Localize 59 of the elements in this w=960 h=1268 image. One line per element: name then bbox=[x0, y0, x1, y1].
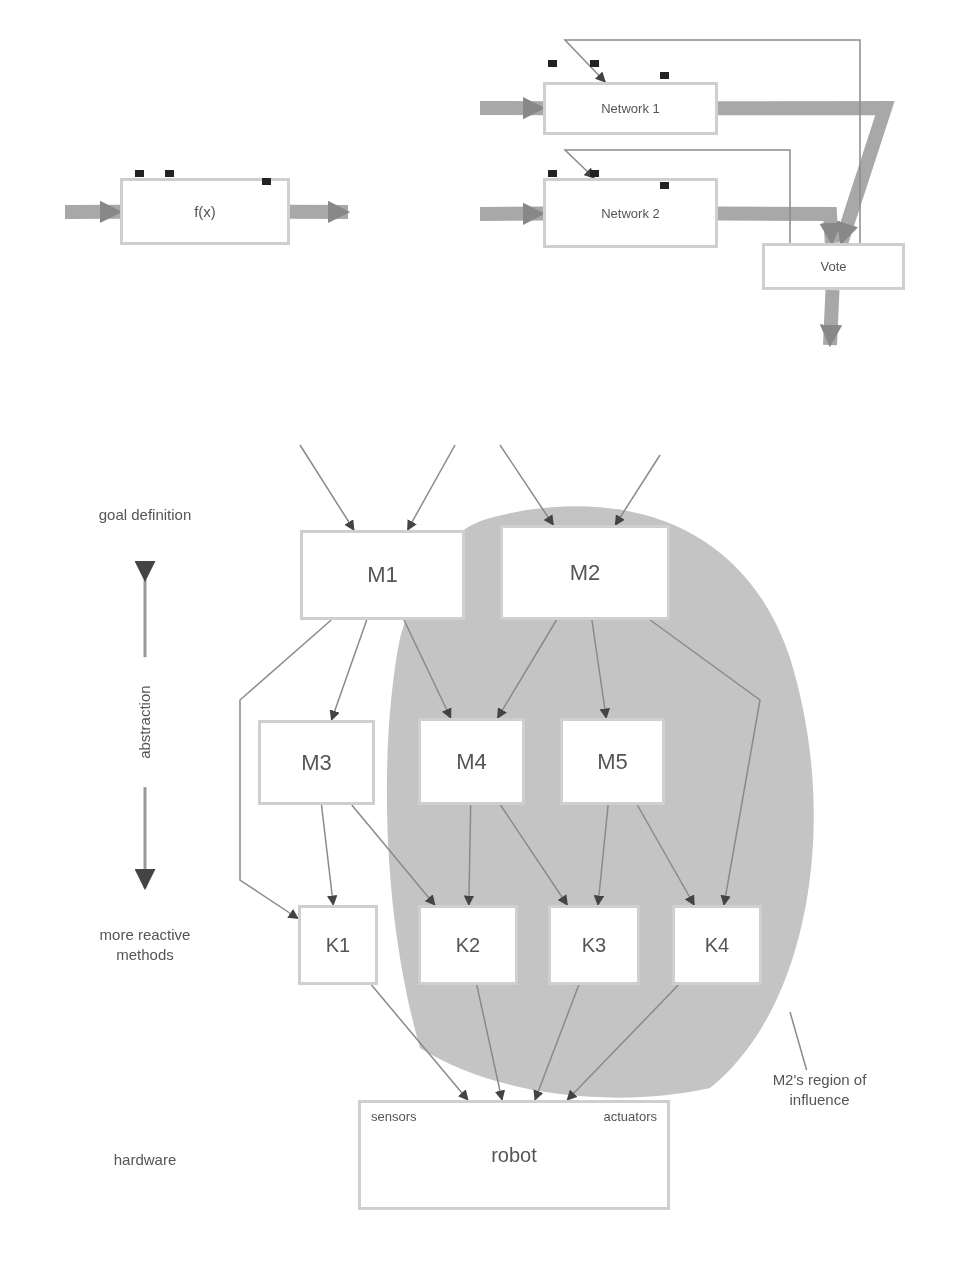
box-label: f(x) bbox=[194, 203, 216, 220]
arrow bbox=[351, 804, 436, 906]
box-label: K2 bbox=[455, 933, 481, 957]
process-box bbox=[418, 905, 518, 985]
box-label: K1 bbox=[325, 933, 351, 957]
arrow bbox=[533, 984, 580, 1101]
process-box bbox=[500, 525, 670, 620]
arrow bbox=[239, 619, 332, 920]
process-box bbox=[762, 243, 905, 290]
box-label: Network 1 bbox=[601, 101, 660, 116]
arrow bbox=[329, 619, 368, 721]
process-box bbox=[258, 720, 375, 805]
process-box bbox=[300, 530, 465, 620]
arrow bbox=[636, 804, 695, 906]
port-label: sensors bbox=[371, 1109, 417, 1124]
box-label: robot bbox=[491, 1143, 537, 1167]
port-label: actuators bbox=[603, 1109, 657, 1124]
box-label: M3 bbox=[301, 749, 332, 776]
process-box bbox=[120, 178, 290, 245]
process-box bbox=[672, 905, 762, 985]
arrow bbox=[320, 804, 338, 907]
arrow bbox=[563, 149, 791, 244]
arrow bbox=[403, 619, 452, 719]
arrow bbox=[499, 444, 555, 526]
annotation-text: goal definition bbox=[97, 505, 193, 525]
arrow bbox=[563, 39, 861, 244]
box-label: M4 bbox=[456, 748, 487, 775]
box-label: M1 bbox=[367, 562, 398, 588]
arrow bbox=[649, 619, 761, 907]
annotation-text: more reactive methods bbox=[98, 925, 192, 966]
arrow bbox=[476, 984, 506, 1102]
process-box bbox=[543, 178, 718, 248]
arrow bbox=[496, 619, 558, 719]
box-label: M5 bbox=[597, 748, 628, 775]
box-label: K3 bbox=[581, 933, 607, 957]
arrow bbox=[289, 200, 351, 224]
arrow bbox=[370, 984, 469, 1101]
box-label: M2 bbox=[569, 559, 601, 586]
process-box bbox=[418, 718, 525, 805]
arrow bbox=[499, 804, 569, 906]
arrow bbox=[463, 804, 475, 907]
process-box bbox=[548, 905, 640, 985]
arrow bbox=[591, 619, 611, 720]
arrow bbox=[299, 444, 355, 531]
arrow bbox=[819, 289, 843, 348]
leader-line bbox=[789, 1011, 808, 1071]
box-label: K4 bbox=[704, 933, 730, 957]
box-label: Vote bbox=[820, 259, 847, 274]
annotation-text: hardware bbox=[112, 1150, 178, 1170]
arrow bbox=[614, 454, 661, 526]
arrow bbox=[566, 984, 680, 1101]
process-box bbox=[298, 905, 378, 985]
process-box bbox=[358, 1100, 670, 1210]
process-box bbox=[543, 82, 718, 135]
box-label: Network 2 bbox=[601, 205, 660, 221]
arrow bbox=[406, 444, 456, 531]
callout-text: M2's region of influence bbox=[752, 1070, 887, 1111]
arrow bbox=[593, 804, 609, 907]
process-box bbox=[560, 718, 665, 805]
